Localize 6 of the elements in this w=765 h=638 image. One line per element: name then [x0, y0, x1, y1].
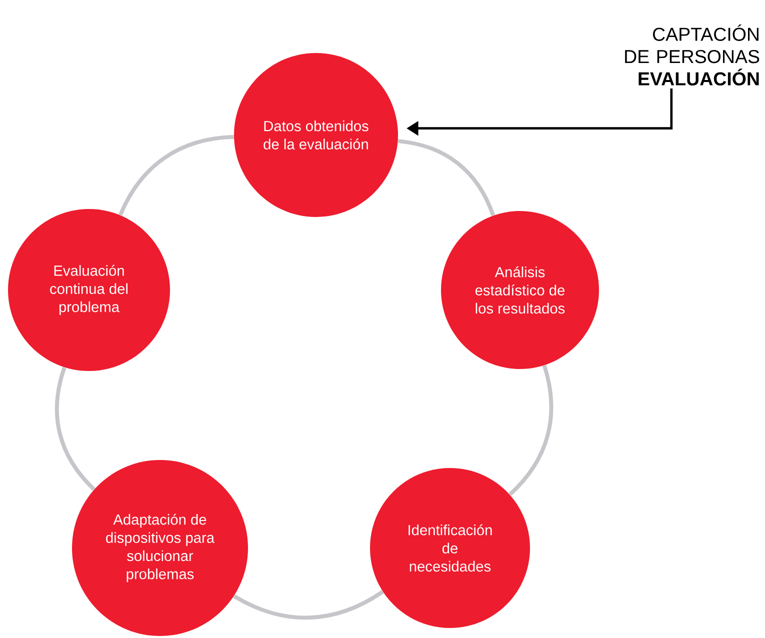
- ring-segment: [508, 364, 554, 496]
- ring-segment: [233, 590, 384, 620]
- ring-segment: [398, 139, 496, 216]
- ring-segment: [54, 366, 96, 491]
- callout-text: CAPTACIÓN DE PERSONAS EVALUACIÓN: [625, 24, 760, 86]
- ring-segment: [118, 134, 234, 216]
